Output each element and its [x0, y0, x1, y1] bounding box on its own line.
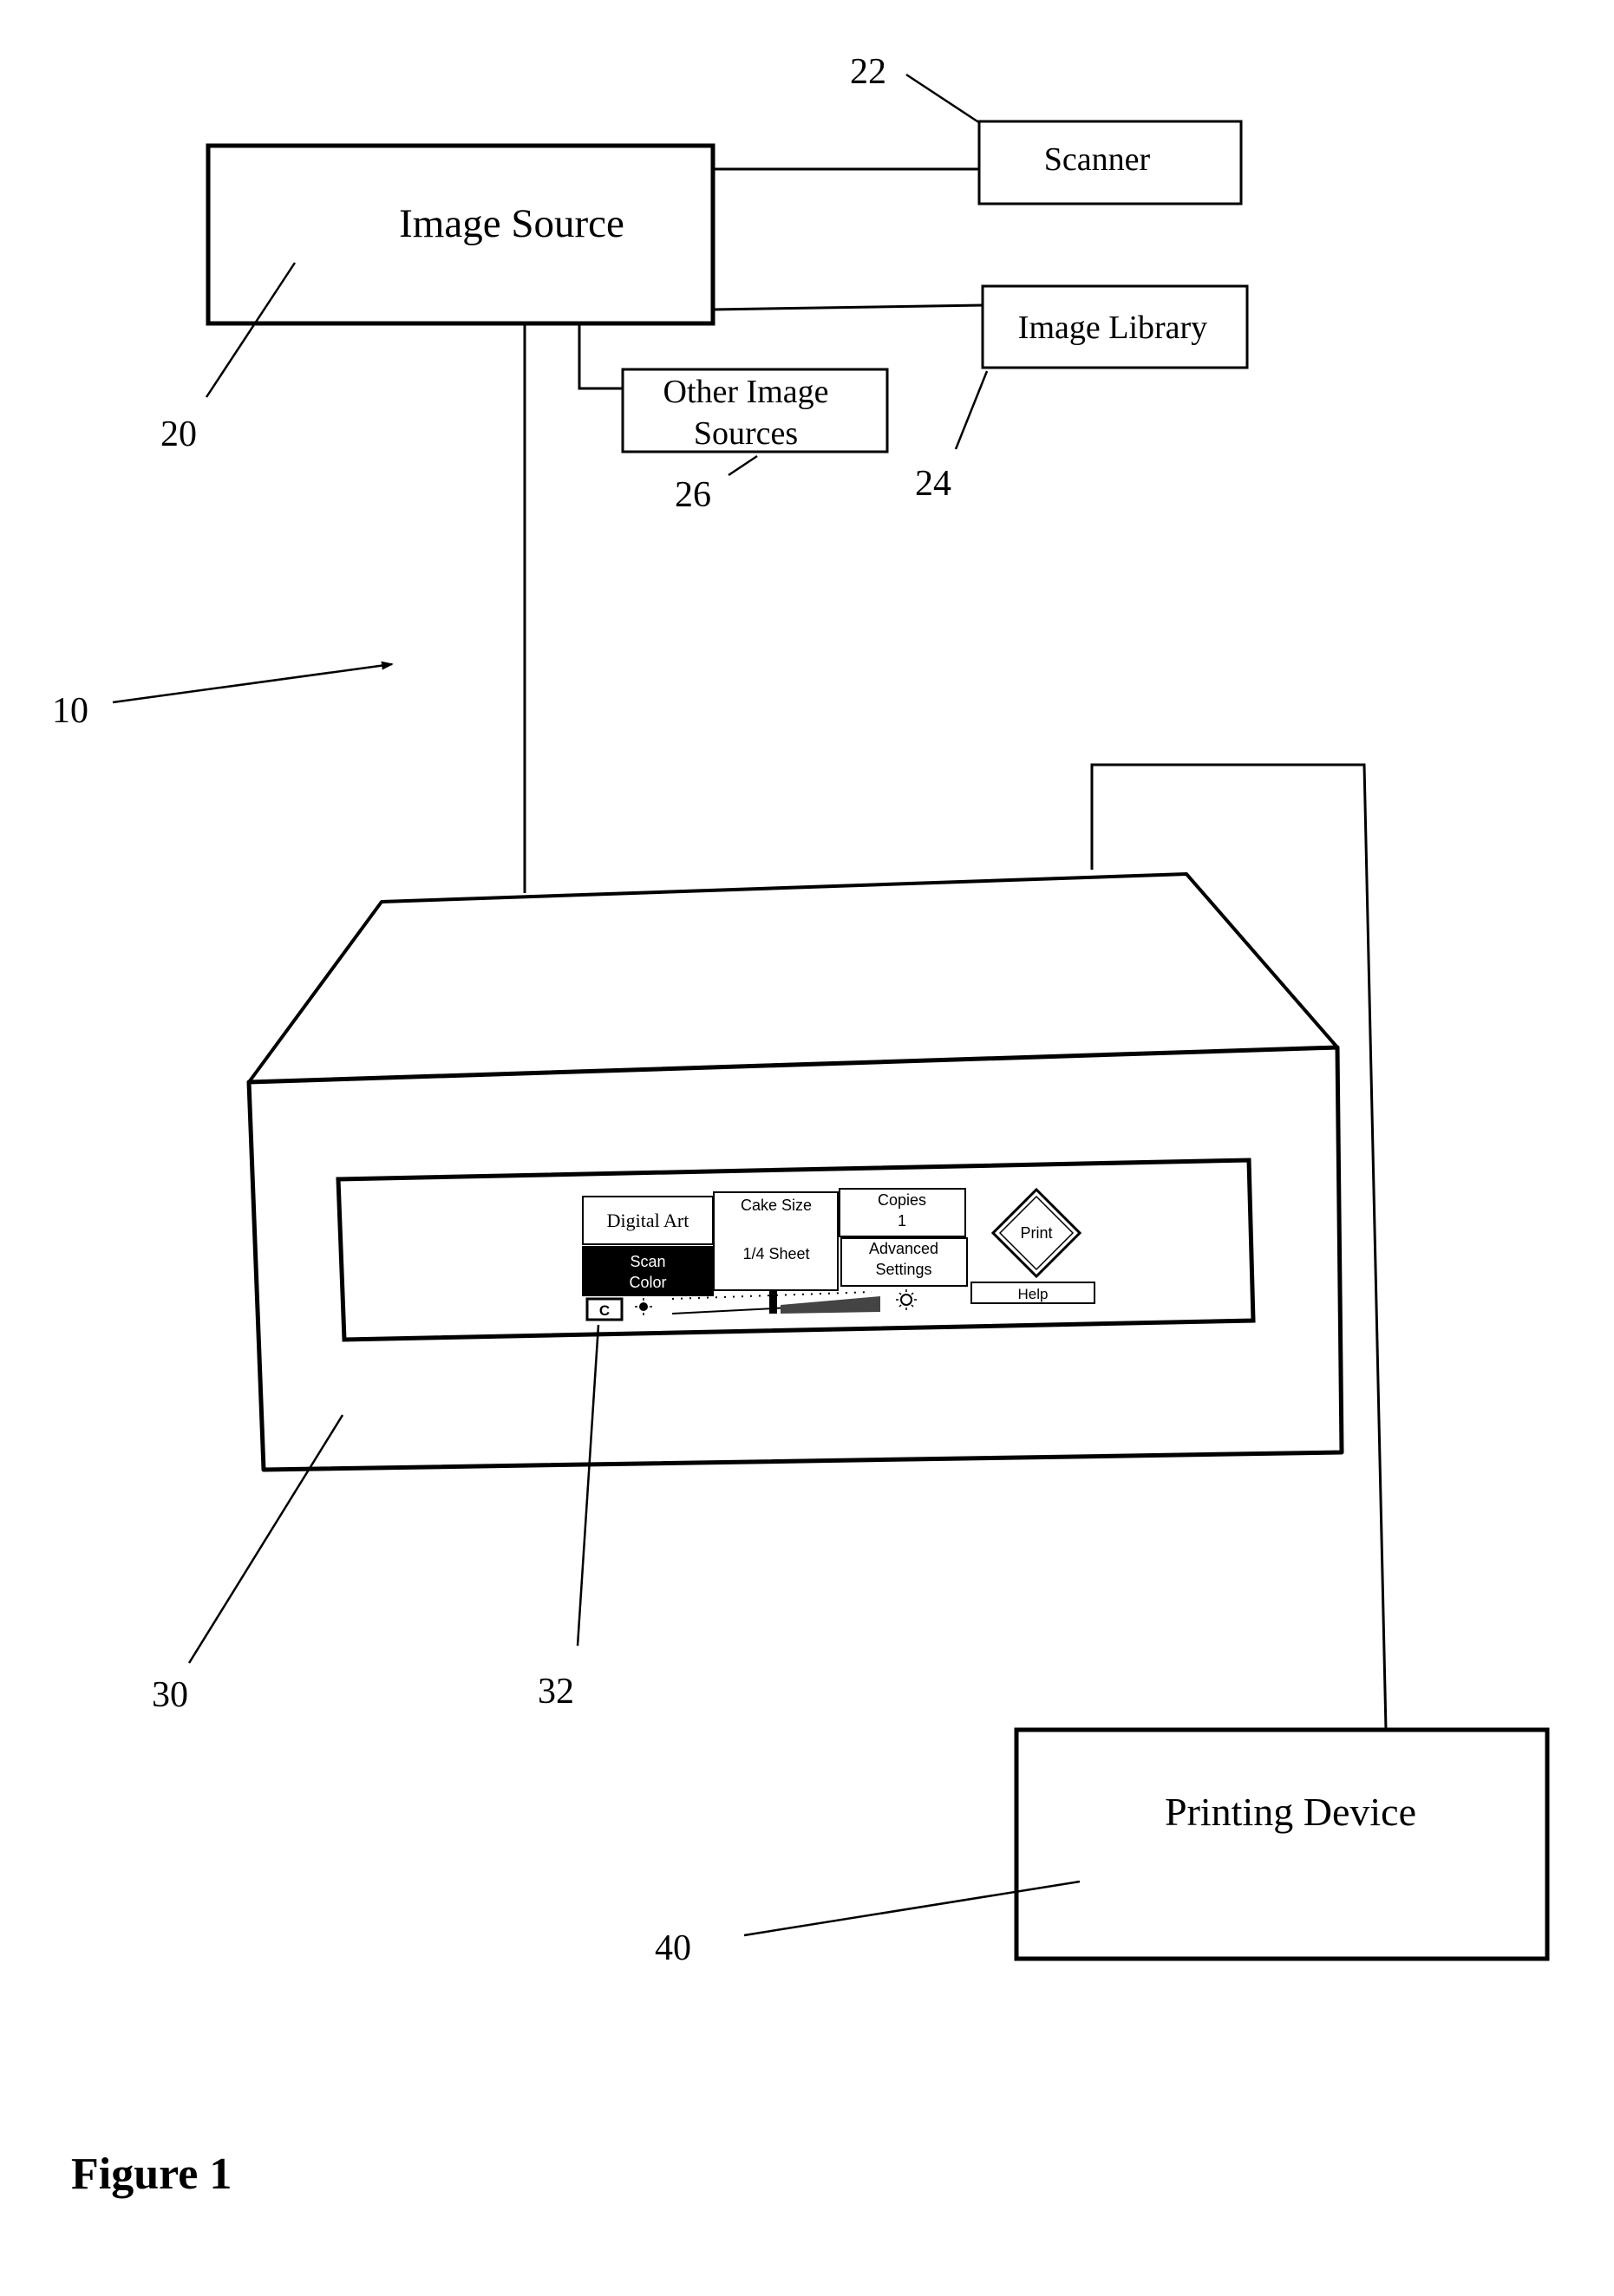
image-library-box: Image Library — [983, 286, 1247, 368]
other-sources-line1: Other Image — [663, 374, 829, 410]
image-source-label: Image Source — [399, 201, 624, 246]
cake-size-label: Cake Size — [741, 1197, 812, 1214]
printing-device-box: Printing Device — [1016, 1730, 1547, 1959]
advanced-settings-button[interactable]: Advanced Settings — [841, 1238, 967, 1286]
advanced-settings-label-1: Advanced — [869, 1240, 938, 1257]
digital-art-button[interactable]: Digital Art — [583, 1197, 713, 1244]
ref-26: 26 — [675, 475, 711, 515]
ref-24: 24 — [915, 464, 951, 504]
ref-22: 22 — [850, 52, 886, 92]
printing-device-label: Printing Device — [1165, 1790, 1416, 1834]
ref-10: 10 — [52, 691, 88, 731]
other-image-sources-box: Other Image Sources — [623, 369, 887, 452]
scan-color-label-2: Color — [629, 1274, 666, 1291]
connectors — [525, 169, 1386, 1730]
copies-value: 1 — [898, 1212, 906, 1230]
print-label: Print — [1020, 1224, 1052, 1242]
digital-art-label: Digital Art — [607, 1210, 689, 1231]
ref-40: 40 — [655, 1928, 691, 1968]
scanner-label: Scanner — [1044, 141, 1151, 178]
scanner-box: Scanner — [979, 121, 1241, 204]
help-label: Help — [1018, 1286, 1049, 1302]
sun-large-icon — [896, 1289, 917, 1310]
scan-color-label-1: Scan — [630, 1253, 665, 1270]
control-panel-screen: Digital Art Scan Color Cake Size 1/4 She… — [338, 1160, 1253, 1340]
advanced-settings-label-2: Settings — [875, 1261, 931, 1278]
c-button[interactable]: C — [587, 1299, 622, 1320]
scan-color-button[interactable]: Scan Color — [583, 1247, 713, 1295]
image-library-label: Image Library — [1018, 310, 1207, 346]
help-button[interactable]: Help — [971, 1282, 1095, 1303]
c-button-label: C — [599, 1302, 610, 1319]
image-source-box: Image Source — [208, 146, 713, 323]
cake-size-button[interactable]: Cake Size 1/4 Sheet — [714, 1192, 838, 1290]
print-button[interactable]: Print — [993, 1190, 1080, 1276]
copies-label: Copies — [878, 1191, 926, 1209]
ref-20: 20 — [160, 414, 197, 454]
reference-numerals: 22 20 26 24 10 30 32 40 — [52, 52, 1080, 1968]
ref-30: 30 — [152, 1675, 188, 1715]
ref-32: 32 — [538, 1672, 574, 1712]
copies-button[interactable]: Copies 1 — [840, 1189, 965, 1236]
brightness-slider-handle[interactable] — [769, 1290, 777, 1314]
sun-small-icon — [635, 1298, 652, 1315]
other-sources-line2: Sources — [694, 415, 798, 452]
kiosk-device — [249, 874, 1342, 1470]
cake-size-value: 1/4 Sheet — [742, 1245, 809, 1262]
figure-caption: Figure 1 — [71, 2149, 232, 2199]
